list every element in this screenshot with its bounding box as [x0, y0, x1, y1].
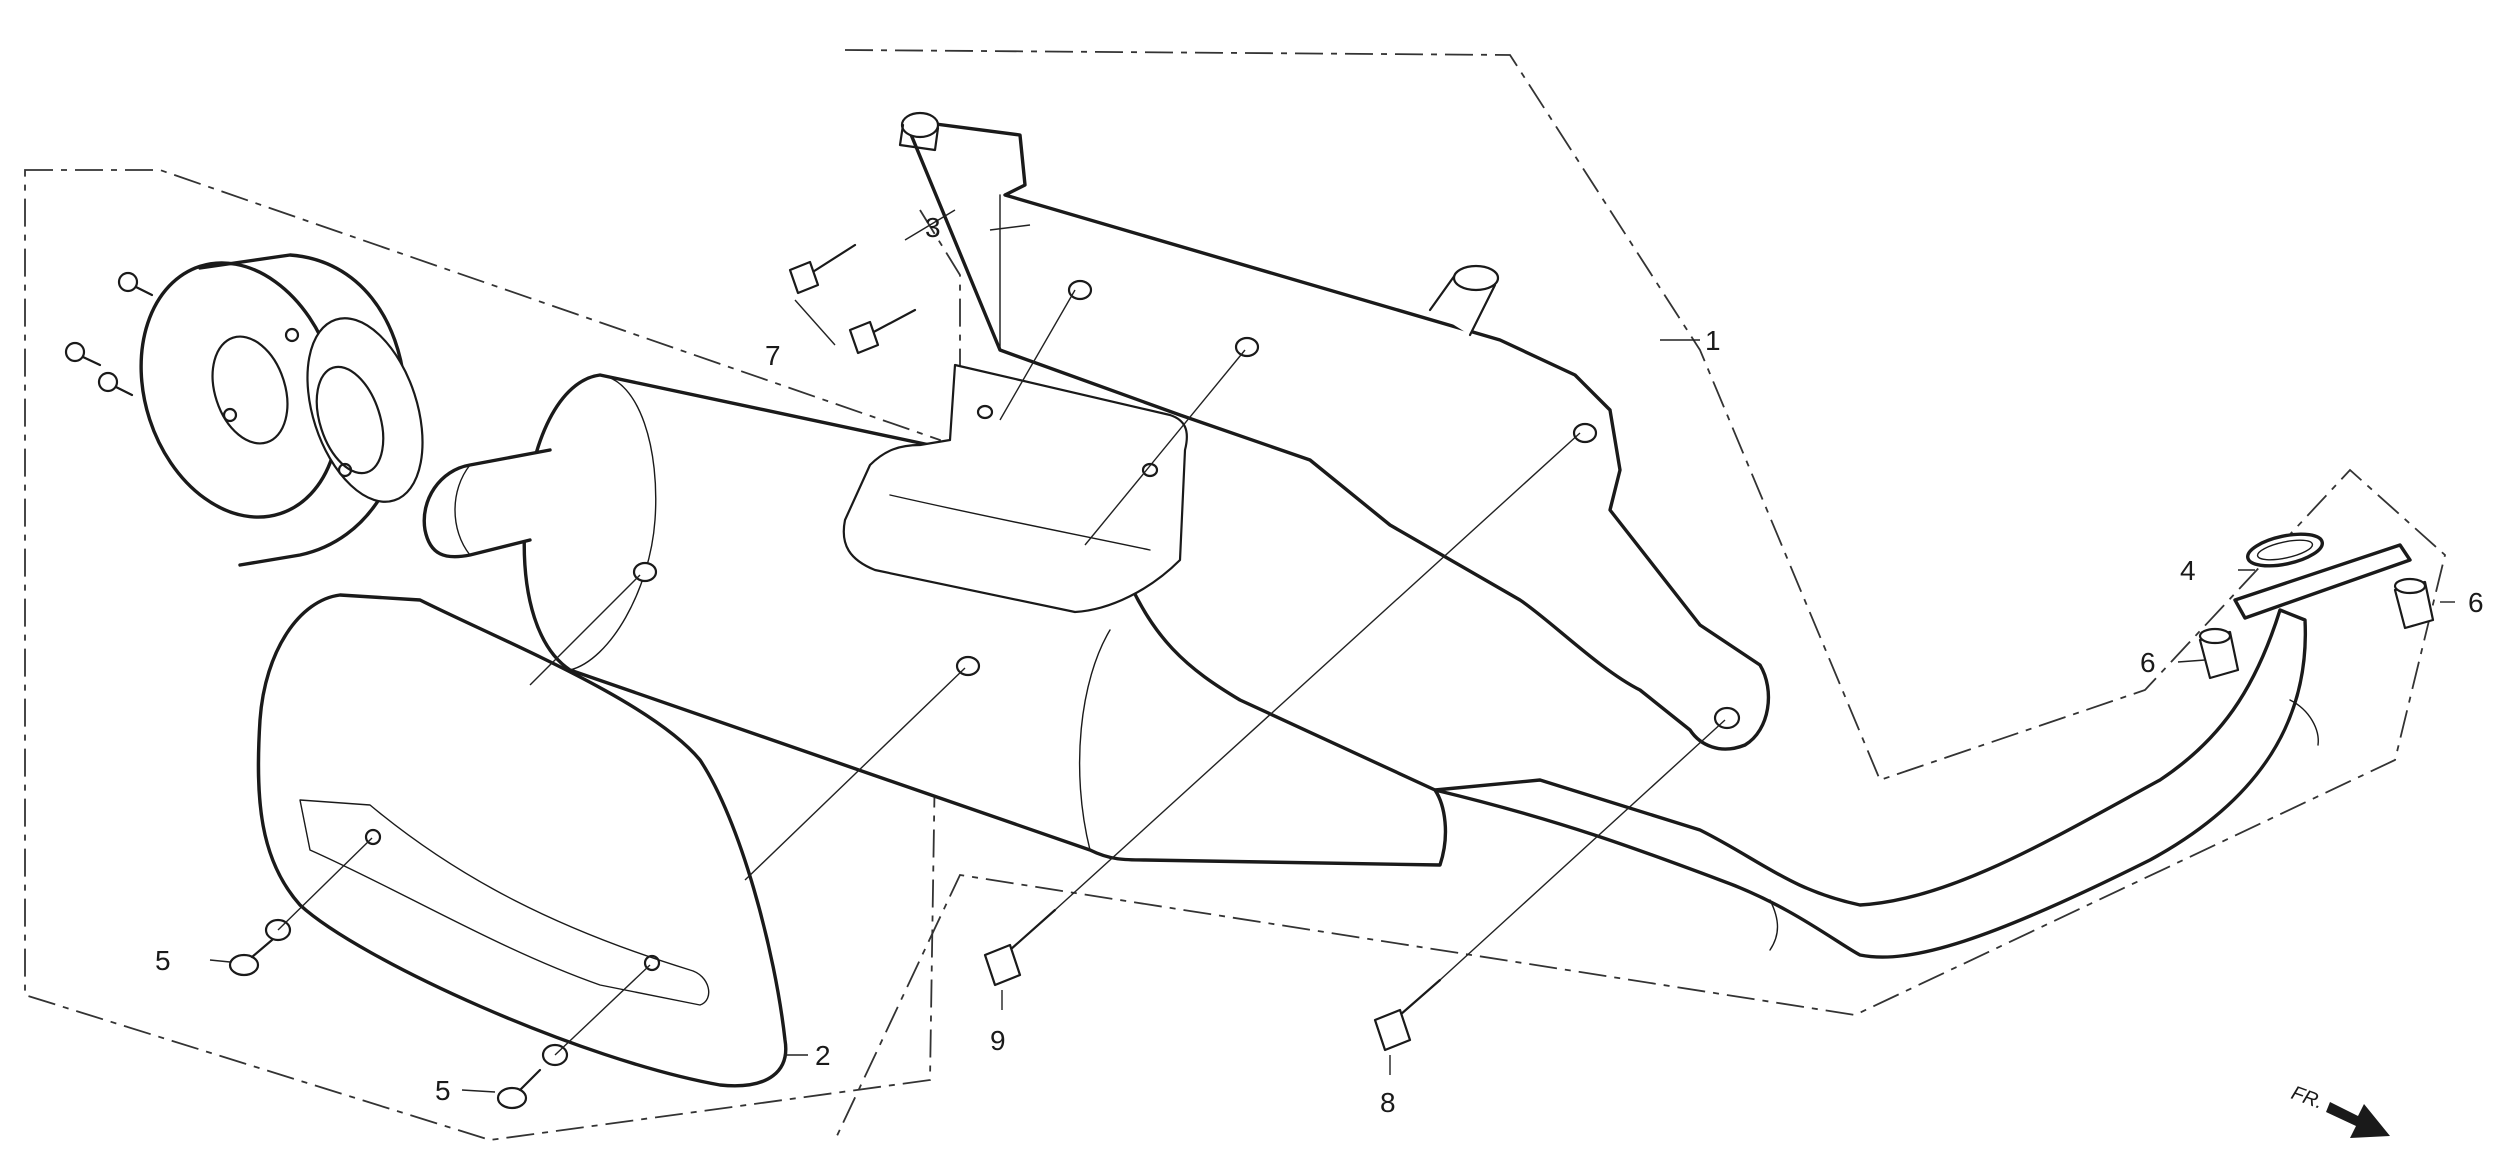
bolt-9 — [983, 908, 1057, 987]
collar-6-right — [2393, 577, 2435, 630]
callout-2: 2 — [815, 1040, 831, 1071]
bolt-8 — [1373, 978, 1442, 1052]
muffler-inlet-stub — [422, 448, 552, 559]
fasteners — [228, 243, 2435, 1110]
bolt-7-lower — [848, 308, 917, 355]
callout-6-right: 6 — [2468, 587, 2484, 618]
callout-8: 8 — [1380, 1087, 1396, 1118]
muffler-end-cap — [64, 253, 424, 567]
screw-5-lower — [496, 1043, 569, 1110]
arrow-down-right-icon — [2326, 1102, 2390, 1138]
collar-6-left — [2198, 627, 2240, 680]
callout-4: 4 — [2180, 555, 2196, 586]
bolt-7-upper — [788, 243, 857, 295]
screw-5-upper — [228, 918, 292, 977]
callout-5-upper: 5 — [155, 945, 171, 976]
cap-screws — [64, 271, 154, 397]
front-label: FR. — [2288, 1082, 2326, 1114]
callout-1: 1 — [1705, 325, 1721, 356]
heat-shield-group-outline — [834, 49, 2447, 1141]
callout-9: 9 — [990, 1025, 1006, 1056]
muffler-cap-group-outline — [24, 169, 941, 1141]
gasket-4 — [2246, 532, 2324, 568]
leader-lines — [209, 209, 2455, 1093]
heat-shield-bracket — [842, 111, 1771, 751]
callout-6-left: 6 — [2140, 647, 2156, 678]
callout-3: 3 — [925, 212, 941, 243]
pipe-flange — [2233, 543, 2412, 620]
callout-5-lower: 5 — [435, 1075, 451, 1106]
exhaust-pipe — [1433, 543, 2412, 959]
callout-7: 7 — [765, 340, 781, 371]
muffler-body — [422, 373, 1448, 867]
callout-labels: 1 2 3 4 5 5 6 6 7 8 9 — [155, 212, 2484, 1118]
bolt7-group-outline — [919, 209, 961, 430]
front-direction-indicator: FR. — [2288, 1082, 2390, 1138]
side-heat-guard — [256, 593, 788, 1088]
group-outlines — [24, 49, 2447, 1141]
